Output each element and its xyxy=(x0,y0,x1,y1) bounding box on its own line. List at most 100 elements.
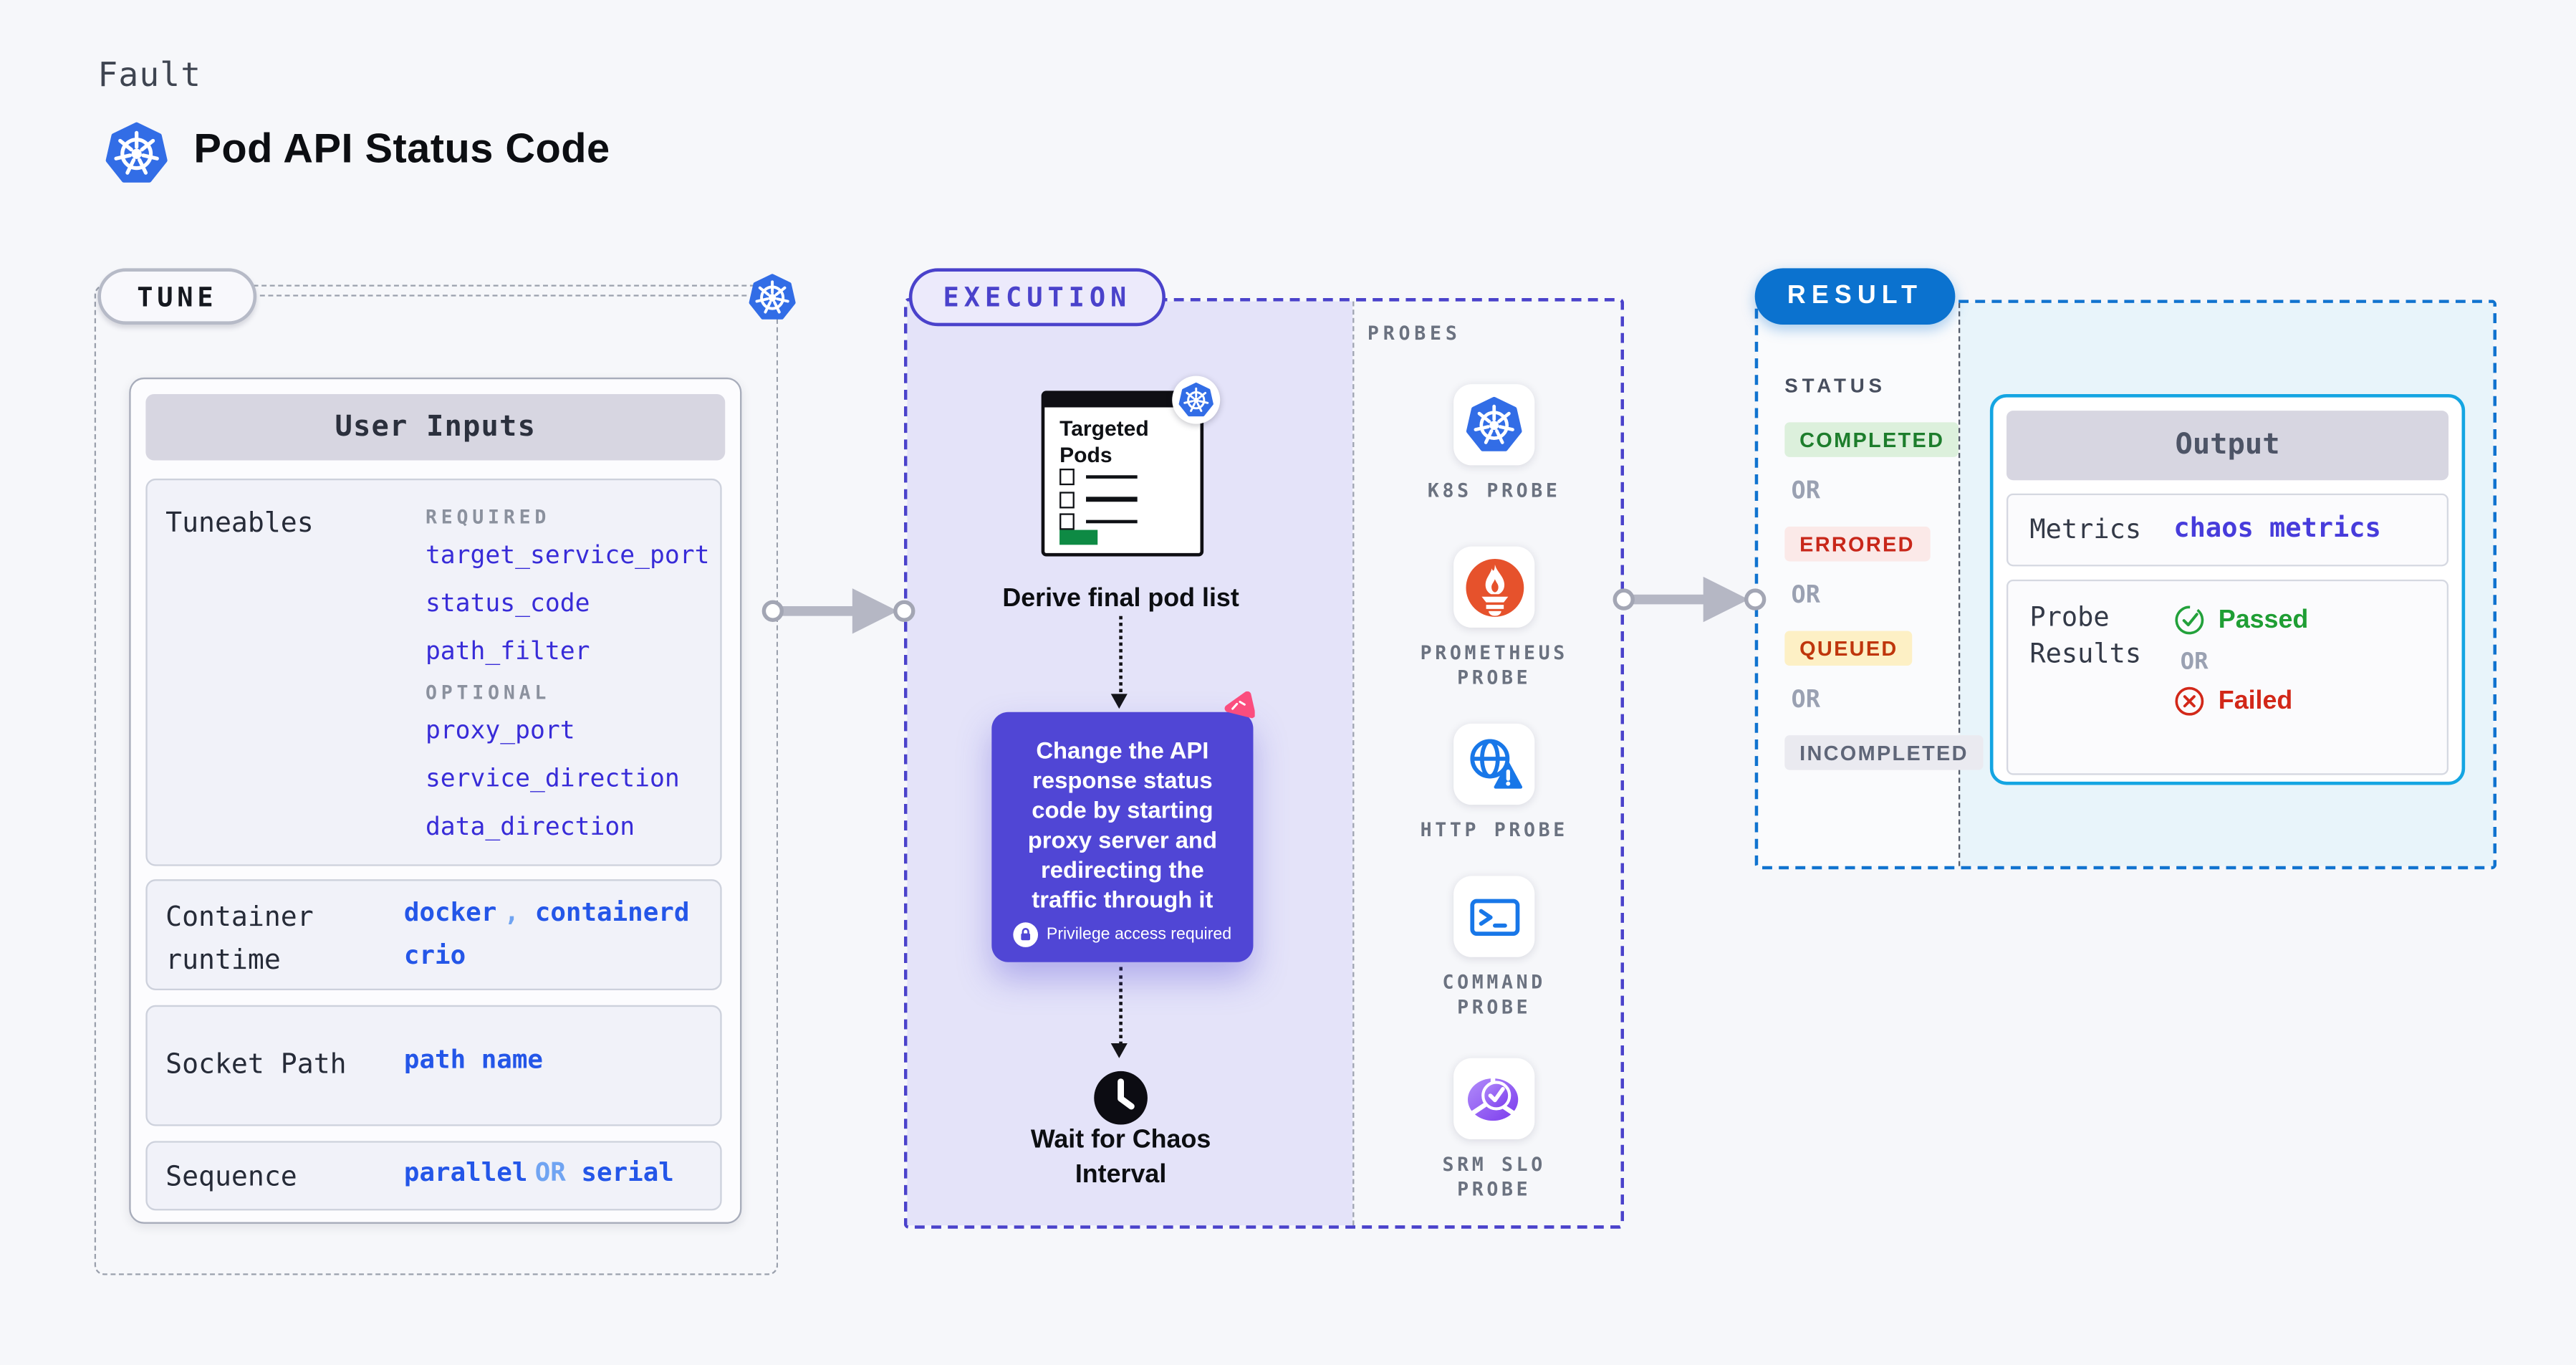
checkbox-icon xyxy=(1059,513,1075,530)
or-separator: OR xyxy=(1791,478,1820,505)
sequence-value-parallel: parallel xyxy=(403,1157,528,1188)
kubernetes-badge xyxy=(1172,375,1221,424)
runtime-value-containerd: containerd xyxy=(534,897,690,928)
flow-dotted-line xyxy=(1119,616,1123,693)
terminal-icon xyxy=(1463,885,1526,948)
tuneable-link-data-direction[interactable]: data_direction xyxy=(425,811,635,842)
container-runtime-label: Container runtime xyxy=(165,901,314,976)
tuneables-row: Tuneables REQUIRED target_service_port s… xyxy=(145,478,722,866)
tuneable-link-path-filter[interactable]: path_filter xyxy=(425,636,590,666)
chaos-action-text: Change the API response status code by s… xyxy=(1027,738,1218,914)
kubernetes-logo-icon xyxy=(102,119,170,187)
tune-pill: TUNE xyxy=(97,268,257,325)
privilege-note: Privilege access required xyxy=(1046,925,1232,944)
tune-to-execution-arrow xyxy=(758,583,920,639)
http-globe-warning-icon xyxy=(1463,733,1526,796)
result-pill: RESULT xyxy=(1754,268,1956,325)
probe-card xyxy=(1453,384,1535,466)
lock-icon xyxy=(1013,922,1039,947)
check-circle-icon xyxy=(2173,605,2205,636)
checkbox-icon xyxy=(1059,469,1075,486)
tuneable-link-target-service-port[interactable]: target_service_port xyxy=(425,540,710,570)
flow-dotted-line xyxy=(1119,967,1123,1045)
wait-chaos-interval-step: Wait for Chaos Interval xyxy=(1030,1126,1211,1189)
status-badge-queued: QUEUED xyxy=(1784,631,1913,666)
probes-divider xyxy=(1352,301,1355,1226)
optional-label: OPTIONAL xyxy=(425,680,551,704)
probe-card xyxy=(1453,1058,1535,1140)
user-inputs-header: User Inputs xyxy=(145,394,726,461)
probe-name: K8S PROBE xyxy=(1427,478,1561,502)
x-circle-icon xyxy=(2173,686,2205,717)
or-separator: OR xyxy=(2180,648,2209,676)
targeted-pods-titlebar xyxy=(1042,392,1202,408)
prometheus-icon xyxy=(1463,555,1526,618)
fault-category-label: Fault xyxy=(97,54,202,95)
chaos-action-box: Change the API response status code by s… xyxy=(991,712,1254,962)
kubernetes-icon xyxy=(746,272,798,323)
pod-line xyxy=(1086,497,1138,502)
status-label: STATUS xyxy=(1784,374,1886,398)
tuneable-link-proxy-port[interactable]: proxy_port xyxy=(425,715,575,745)
sequence-value-serial: serial xyxy=(581,1157,674,1188)
tune-connector-dash xyxy=(259,294,747,297)
pod-checklist xyxy=(1059,469,1138,530)
metrics-value-link[interactable]: chaos metrics xyxy=(2173,512,2381,544)
probe-item-command: COMMAND PROBE xyxy=(1402,876,1586,1020)
pod-line xyxy=(1086,519,1138,524)
pod-line xyxy=(1086,474,1138,479)
probe-card xyxy=(1453,723,1535,805)
probe-results-row: Probe Results Passed OR Failed xyxy=(2006,579,2449,775)
probe-results-label: Probe Results xyxy=(2029,600,2142,669)
derive-pod-list-step: Derive final pod list xyxy=(1002,584,1239,613)
tuneable-link-status-code[interactable]: status_code xyxy=(425,588,590,618)
privilege-row: Privilege access required xyxy=(991,922,1253,947)
or-separator: OR xyxy=(1791,687,1820,714)
kubernetes-icon xyxy=(1177,381,1215,419)
result-divider xyxy=(1958,302,1961,866)
passed-label: Passed xyxy=(2218,605,2309,633)
pod-list-item xyxy=(1059,513,1138,530)
status-badge-errored: ERRORED xyxy=(1784,526,1930,562)
pod-list-item xyxy=(1059,469,1138,486)
sequence-label: Sequence xyxy=(165,1161,297,1192)
runtime-value-docker: docker xyxy=(403,897,497,928)
tuneables-label: Tuneables xyxy=(165,507,314,539)
probes-column-label: PROBES xyxy=(1367,321,1461,345)
probe-results-values: Passed OR Failed xyxy=(2173,605,2308,717)
probe-name: PROMETHEUS PROBE xyxy=(1420,641,1568,689)
status-badge-incompleted: INCOMPLETED xyxy=(1784,735,1984,770)
targeted-pods-card: Targeted Pods xyxy=(1041,391,1204,557)
socket-path-row: Socket Path path name xyxy=(145,1005,722,1126)
execution-pill: EXECUTION xyxy=(908,268,1166,327)
runtime-separator: , xyxy=(504,897,535,928)
required-label: REQUIRED xyxy=(425,504,551,529)
socket-path-value: path name xyxy=(403,1045,544,1075)
page-title: Pod API Status Code xyxy=(193,125,610,173)
output-card: Output Metrics chaos metrics Probe Resul… xyxy=(1989,394,2466,785)
tune-section-box xyxy=(94,284,779,1275)
probe-card xyxy=(1453,546,1535,628)
probe-item-http: HTTP PROBE xyxy=(1402,723,1586,843)
metrics-row: Metrics chaos metrics xyxy=(2006,493,2449,567)
arrow-down-icon xyxy=(1110,1043,1128,1058)
slo-pie-check-icon xyxy=(1461,1065,1527,1131)
container-runtime-row: Container runtime docker , containerd cr… xyxy=(145,879,722,991)
clock-icon xyxy=(1092,1070,1149,1126)
output-header: Output xyxy=(2006,411,2449,481)
probe-item-srm-slo: SRM SLO PROBE xyxy=(1402,1058,1586,1202)
passed-line: Passed xyxy=(2173,605,2308,636)
execution-to-result-arrow xyxy=(1609,571,1771,628)
probe-name: HTTP PROBE xyxy=(1420,818,1568,842)
sequence-or: OR xyxy=(534,1157,582,1188)
tuneable-link-service-direction[interactable]: service_direction xyxy=(425,763,680,793)
or-separator: OR xyxy=(1791,583,1820,610)
probe-item-k8s: K8S PROBE xyxy=(1402,384,1586,503)
sequence-row: Sequence parallel OR serial xyxy=(145,1141,722,1211)
checkbox-icon xyxy=(1059,491,1075,508)
failed-label: Failed xyxy=(2218,686,2293,715)
pod-list-item xyxy=(1059,491,1138,508)
user-inputs-card: User Inputs Tuneables REQUIRED target_se… xyxy=(129,377,742,1224)
chaos-spark-icon xyxy=(1222,691,1255,726)
